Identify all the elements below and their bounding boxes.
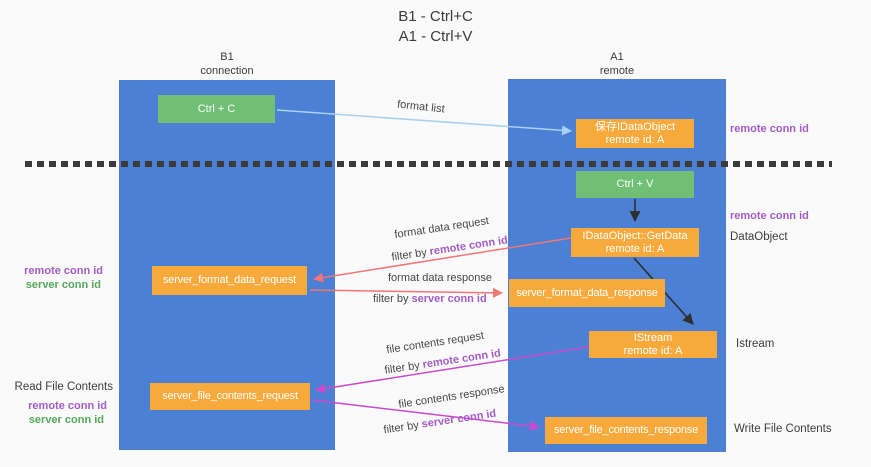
left-annotation-remote-conn-id-1: remote conn id (24, 265, 103, 277)
lifeline-b1-name: B1 (220, 51, 234, 63)
node-ctrl-v-label: Ctrl + V (616, 178, 654, 190)
node-server-format-data-response-label: server_format_data_response (516, 286, 658, 299)
left-annotation-server-conn-id-1: server conn id (25, 279, 101, 291)
node-server-file-contents-response: server_file_contents_response (545, 417, 707, 444)
server-conn-id-inline: server conn id (411, 293, 487, 305)
left-annotation-server-conn-id-2: server conn id (28, 414, 104, 426)
server-conn-id-inline: server conn id (420, 407, 497, 431)
diagram-title: B1 - Ctrl+C A1 - Ctrl+V (0, 7, 871, 47)
node-idataobject-getdata-line1: IDataObject::GetData (582, 229, 688, 242)
right-annotation-write-file-contents: Write File Contents (734, 423, 832, 435)
node-idataobject-getdata-line2: remote id: A (605, 242, 665, 255)
remote-conn-id-inline: remote conn id (428, 234, 509, 258)
node-istream: IStream remote id: A (589, 331, 717, 358)
edge-label-format-data-request: format data request (393, 215, 490, 241)
left-annotation-remote-conn-id-2: remote conn id (28, 400, 107, 412)
right-annotation-dataobject: DataObject (730, 231, 788, 243)
right-annotation-istream: Istream (736, 338, 775, 350)
edge-label-file-contents-response: file contents response (397, 383, 506, 411)
node-ctrl-c-label: Ctrl + C (197, 102, 236, 115)
right-annotation-remote-conn-id-2: remote conn id (730, 210, 809, 222)
node-istream-line1: IStream (633, 331, 673, 344)
node-server-format-data-request-label: server_format_data_request (163, 274, 296, 286)
node-istream-line2: remote id: A (623, 344, 683, 357)
node-ctrl-v: Ctrl + V (576, 171, 694, 198)
lifeline-header-b1: B1 connection (167, 50, 287, 78)
filter-prefix: filter by (383, 359, 424, 377)
filter-prefix: filter by (382, 418, 423, 437)
node-server-file-contents-request: server_file_contents_request (150, 383, 310, 410)
lifeline-a1-name: A1 (610, 51, 624, 63)
filter-prefix: filter by (390, 246, 431, 264)
remote-conn-id-inline: remote conn id (421, 347, 502, 371)
node-save-idataobject: 保存IDataObject remote id: A (576, 119, 694, 148)
lifeline-b1-role: connection (200, 65, 254, 77)
left-annotation-read-file-contents: Read File Contents (14, 381, 113, 393)
edge-label-filter-server-1: filter by server conn id (373, 293, 487, 305)
filter-prefix: filter by (373, 293, 412, 305)
edge-label-format-data-response: format data response (388, 272, 492, 284)
title-line-2: A1 - Ctrl+V (398, 28, 473, 45)
node-server-file-contents-request-label: server_file_contents_request (162, 390, 298, 402)
node-save-idataobject-line2: remote id: A (605, 133, 665, 146)
lifeline-a1-role: remote (599, 65, 635, 77)
right-annotation-remote-conn-id-1: remote conn id (730, 123, 809, 135)
node-server-format-data-response: server_format_data_response (509, 279, 665, 307)
title-line-1: B1 - Ctrl+C (398, 8, 473, 25)
node-idataobject-getdata: IDataObject::GetData remote id: A (571, 228, 699, 257)
edge-label-filter-server-2: filter by server conn id (383, 408, 497, 437)
clipboard-boundary-dashed-line (25, 161, 832, 167)
node-save-idataobject-line1: 保存IDataObject (594, 120, 676, 133)
node-ctrl-c: Ctrl + C (158, 95, 275, 123)
node-server-format-data-request: server_format_data_request (152, 266, 307, 295)
edge-label-format-list: format list (396, 98, 446, 116)
node-server-file-contents-response-label: server_file_contents_response (553, 424, 698, 436)
lifeline-header-a1: A1 remote (557, 50, 677, 78)
